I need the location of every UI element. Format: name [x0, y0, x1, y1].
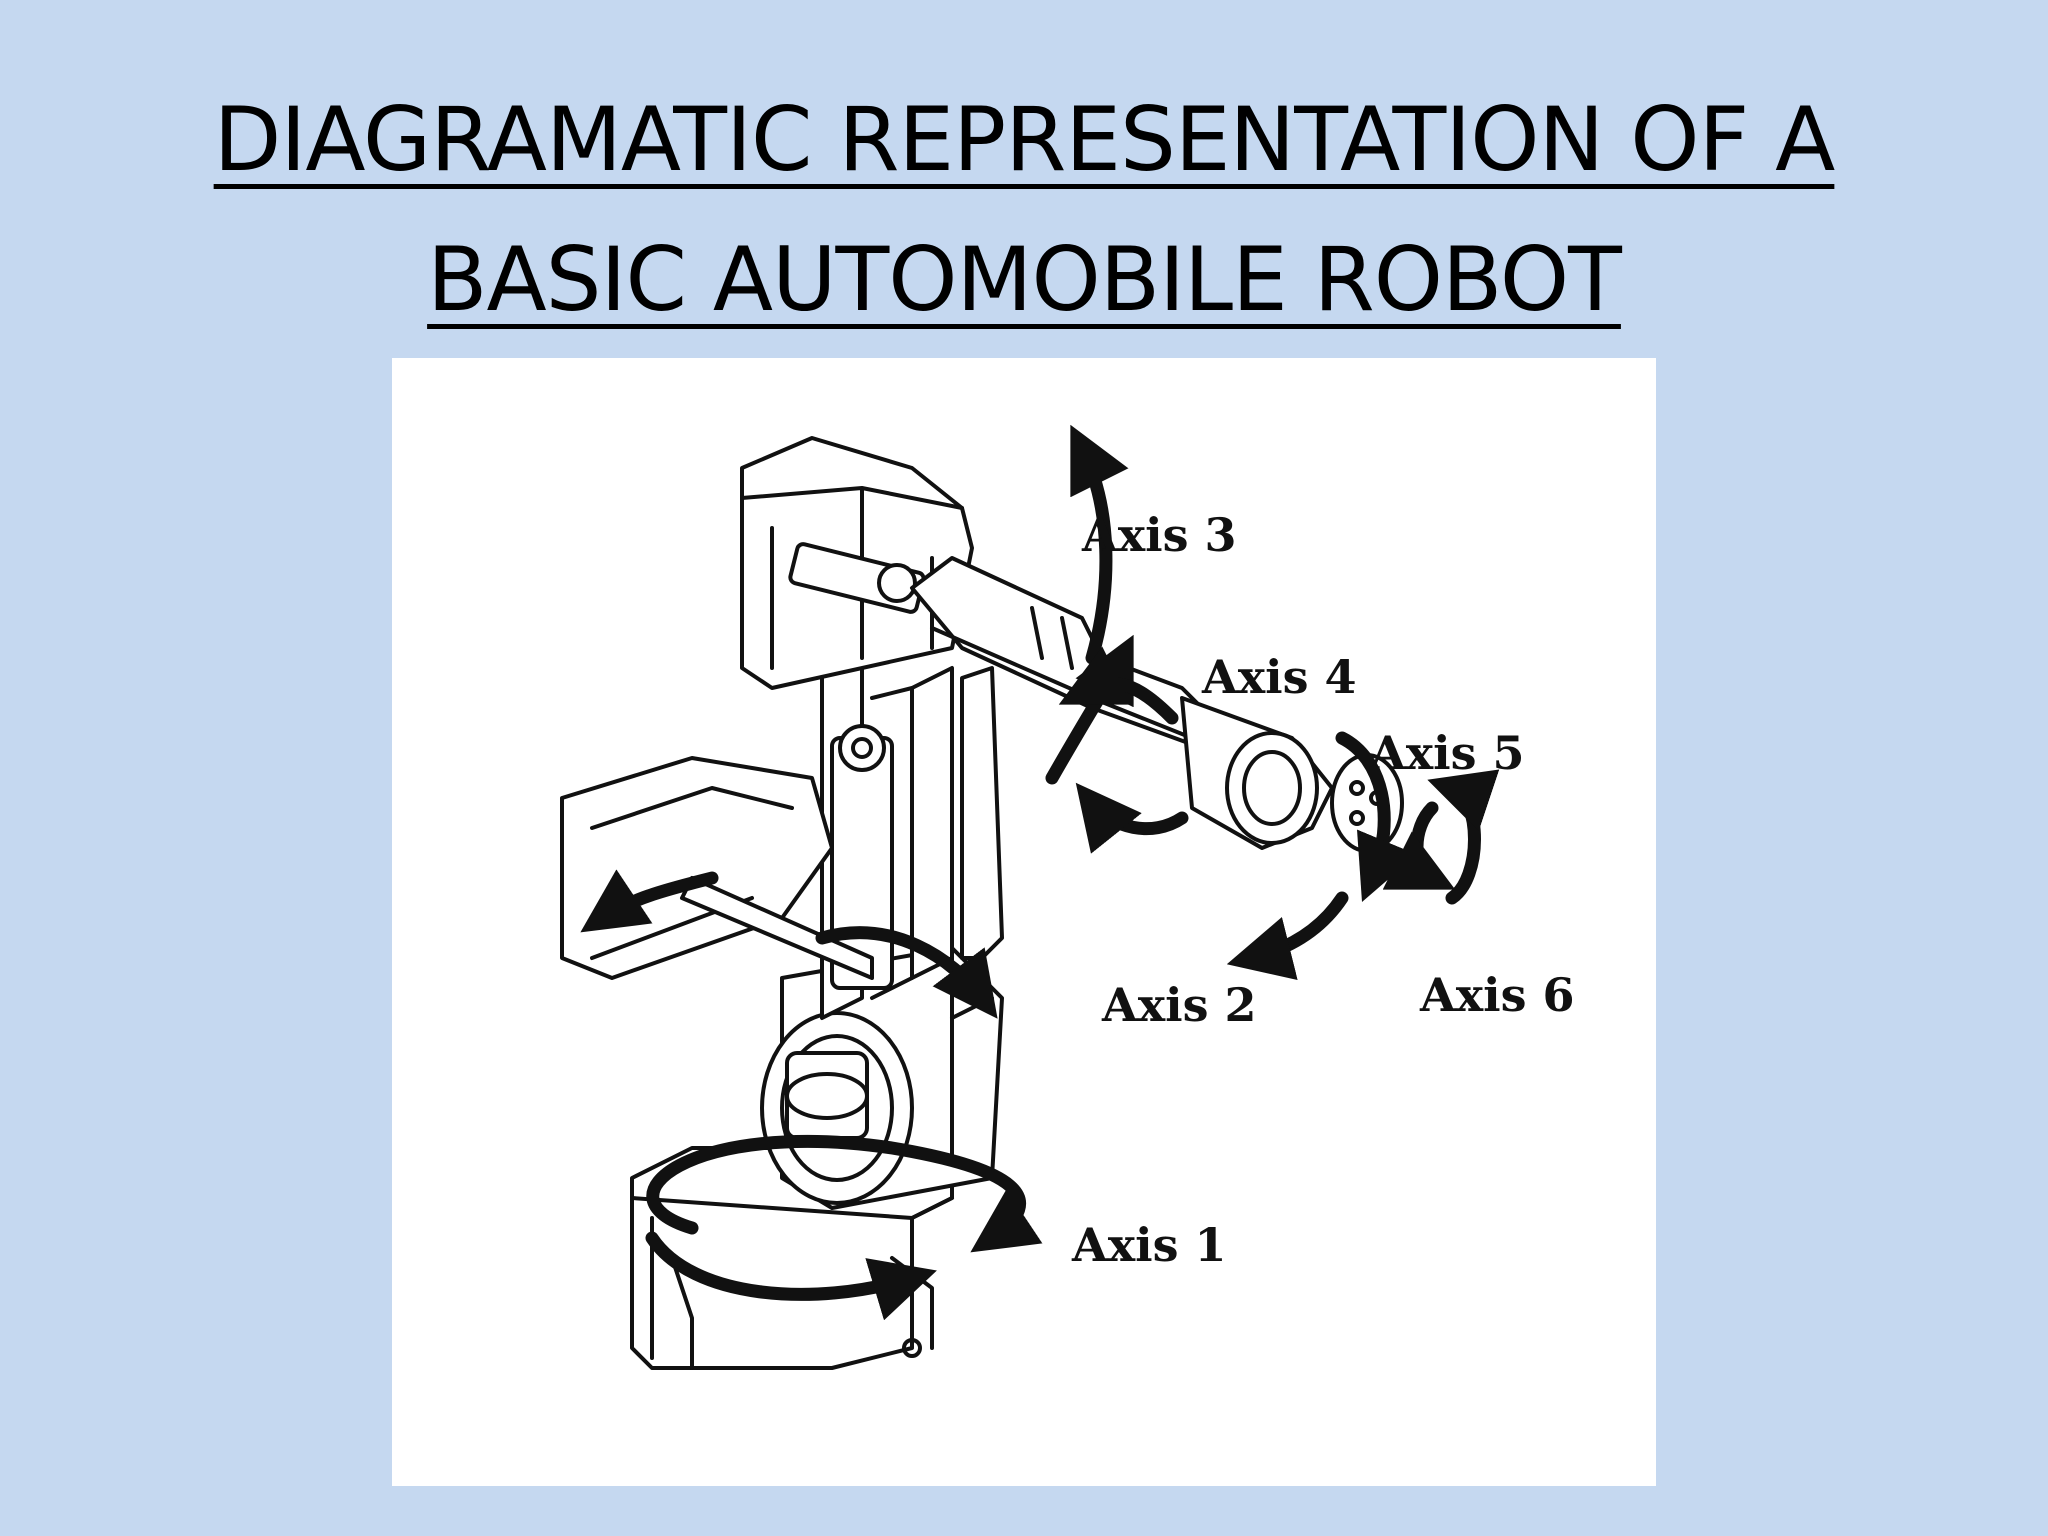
- slide-title: DIAGRAMATIC REPRESENTATION OF A BASIC AU…: [0, 70, 2048, 350]
- robot-wrist: [1180, 696, 1404, 853]
- title-line-2: BASIC AUTOMOBILE ROBOT: [427, 228, 1622, 331]
- axis4-arrow: [1058, 646, 1179, 725]
- axis1-arrow: [646, 1134, 1043, 1253]
- axis-5-label: Axis 5: [1370, 726, 1525, 780]
- axis-4-label: Axis 4: [1202, 650, 1357, 704]
- robot-diagram: [560, 424, 1500, 1370]
- robot-cylinder: [830, 724, 894, 990]
- axis-2-label: Axis 2: [1102, 978, 1257, 1032]
- axis2-arrow: [815, 926, 998, 1019]
- axis-3-label: Axis 3: [1082, 508, 1237, 562]
- title-line-1: DIAGRAMATIC REPRESENTATION OF A: [213, 88, 1836, 191]
- robot-diagram-panel: Axis 3 Axis 4 Axis 5 Axis 2 Axis 6 Axis …: [392, 358, 1656, 1486]
- axis-1-label: Axis 1: [1072, 1218, 1227, 1272]
- axis5-arrow: [1335, 731, 1417, 903]
- axis-6-label: Axis 6: [1420, 968, 1575, 1022]
- axis3-arrow: [1070, 424, 1129, 665]
- axis6-arrow: [1427, 769, 1500, 905]
- robot-upper-head: [740, 436, 974, 690]
